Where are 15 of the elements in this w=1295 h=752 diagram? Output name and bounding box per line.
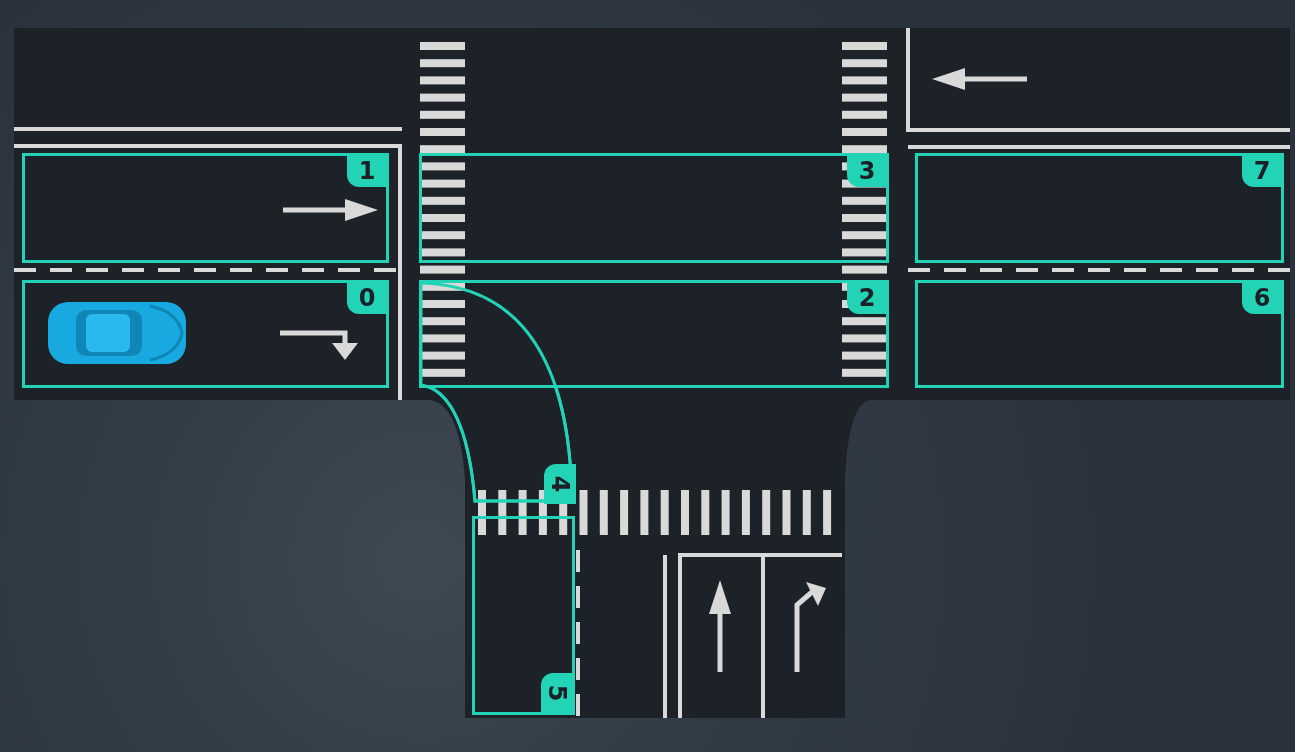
zone-number: 5 [541,673,573,713]
zone-number: 7 [1242,155,1282,187]
zone-number: 4 [544,464,576,504]
lane-zone [419,153,889,263]
lane-zone [22,153,389,263]
zone-number: 1 [347,155,387,187]
lane-zone [419,280,889,388]
zone-number: 2 [847,282,887,314]
zone-number: 6 [1242,282,1282,314]
lane-zone [22,280,389,388]
zone-number: 3 [847,155,887,187]
lane-zone [915,153,1284,263]
zone-number: 0 [347,282,387,314]
lane-zone [915,280,1284,388]
lane-zone [472,516,575,715]
